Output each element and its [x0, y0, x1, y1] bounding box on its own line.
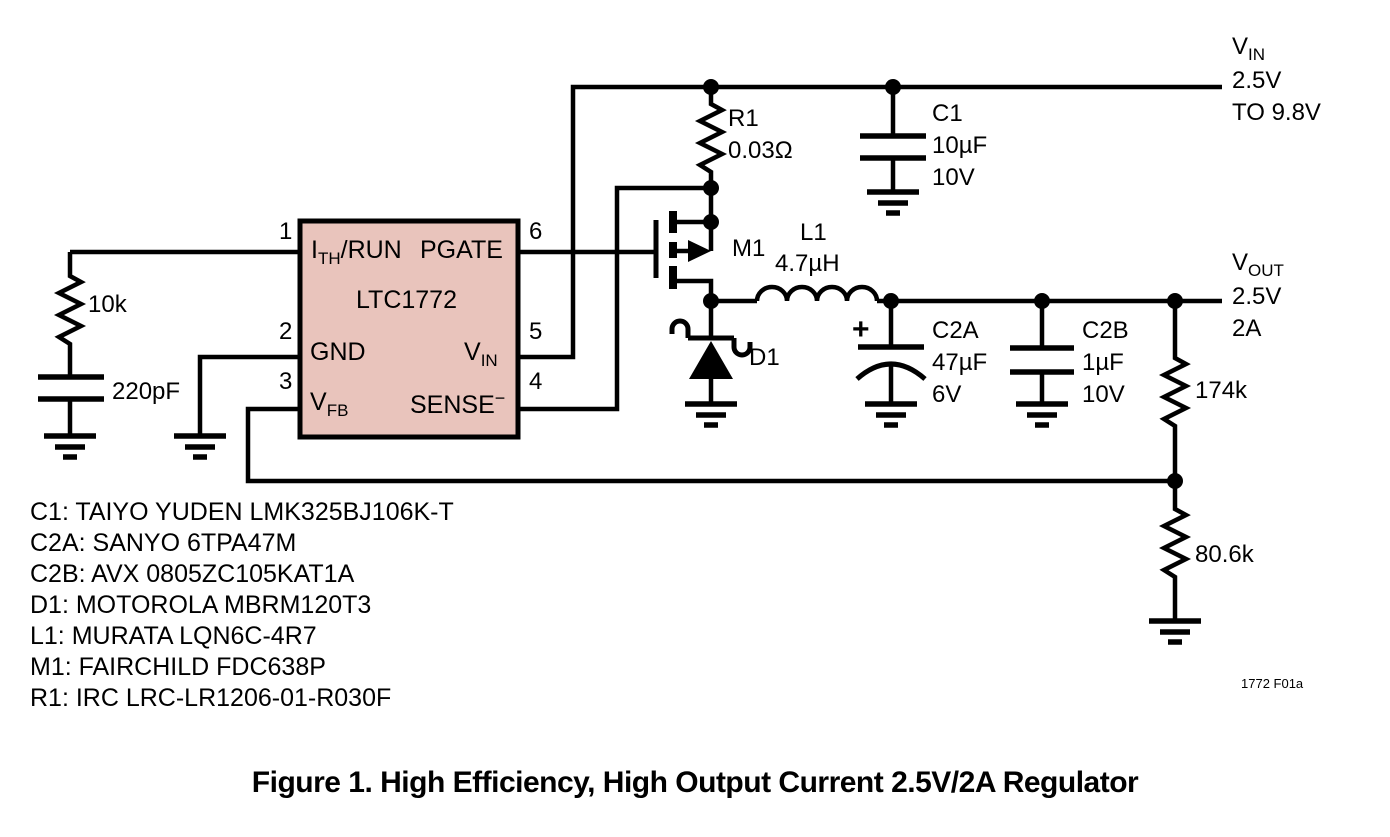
- vin-range-label: TO 9.8V: [1232, 99, 1321, 126]
- r1-value-label: 0.03Ω: [728, 137, 793, 164]
- ith-rest: /RUN: [340, 236, 402, 264]
- vfb-sub: FB: [326, 401, 349, 420]
- l1-value-label: 4.7µH: [775, 250, 840, 277]
- ic-part-number: LTC1772: [356, 286, 457, 314]
- pin6-number: 6: [529, 218, 543, 245]
- ith-main: I: [311, 236, 318, 264]
- vout-net-main: V: [1232, 249, 1249, 276]
- parts-list-item: C2B: AVX 0805ZC105KAT1A: [30, 560, 355, 588]
- c-220pf-label: 220pF: [112, 378, 181, 405]
- resistor-80k6-symbol: [1158, 481, 1192, 621]
- ground-symbol-fb: [1149, 618, 1201, 645]
- ic-pin-gnd-label: GND: [310, 338, 366, 366]
- resistor-174k-symbol: [1158, 301, 1192, 481]
- parts-list-item: L1: MURATA LQN6C-4R7: [30, 622, 317, 650]
- c2b-ref-label: C2B: [1082, 317, 1129, 344]
- resistor-r1-symbol: [694, 87, 728, 188]
- c2b-rating-label: 10V: [1082, 381, 1125, 408]
- ground-symbol-c2b: [1016, 401, 1068, 428]
- sense-main: SENSE: [410, 391, 495, 419]
- c2b-value-label: 1µF: [1082, 349, 1124, 376]
- junction-dot: [1034, 293, 1050, 309]
- mosfet-arrow: [688, 240, 711, 262]
- icvin-sub: IN: [480, 351, 498, 370]
- c2a-plus-sign: +: [852, 313, 870, 346]
- ground-symbols: [44, 189, 1201, 645]
- c1-ref-label: C1: [932, 100, 963, 127]
- pin1-number: 1: [279, 218, 293, 245]
- capacitor-c1-symbol: [860, 87, 926, 192]
- inductor-l1-symbol: [754, 284, 880, 302]
- resistor-10k-symbol: [53, 252, 87, 377]
- ic-pin-sense-label: SENSE−: [410, 388, 506, 419]
- c1-rating-label: 10V: [932, 164, 975, 191]
- junction-dot: [883, 293, 899, 309]
- parts-list-item: C1: TAIYO YUDEN LMK325BJ106K-T: [30, 498, 454, 526]
- vout-current-label: 2A: [1232, 315, 1262, 342]
- ground-symbol-c2a: [865, 401, 917, 428]
- diode-d1-symbol: [669, 301, 753, 404]
- junction-dot: [703, 293, 719, 309]
- parts-list-item: M1: FAIRCHILD FDC638P: [30, 653, 326, 681]
- junction-dot: [703, 79, 719, 95]
- vin-net-sub: IN: [1248, 45, 1266, 64]
- parts-list-item: D1: MOTOROLA MBRM120T3: [30, 591, 372, 619]
- l1-ref-label: L1: [800, 219, 827, 246]
- c1-value-label: 10µF: [932, 132, 988, 159]
- ith-sub: TH: [317, 249, 341, 268]
- wire-sense: [518, 185, 711, 412]
- junction-dot: [703, 180, 719, 196]
- pin4-number: 4: [529, 368, 543, 395]
- wires: [70, 84, 1222, 484]
- capacitor-c2b-symbol: [1010, 301, 1074, 404]
- d1-ref-label: D1: [749, 344, 780, 371]
- ground-symbol-gnd-pin: [174, 433, 226, 460]
- diode-triangle: [689, 341, 733, 379]
- vout-net-label: VOUT: [1232, 250, 1284, 280]
- ic-pin-ith-run-label: ITH/RUN: [311, 237, 402, 268]
- capacitor-220pf-symbol: [38, 374, 104, 436]
- r-80k6-label: 80.6k: [1195, 541, 1254, 568]
- parts-list: C1: TAIYO YUDEN LMK325BJ106K-T C2A: SANY…: [30, 498, 454, 715]
- r1-ref-label: R1: [728, 105, 759, 132]
- parts-list-item: C2A: SANYO 6TPA47M: [30, 529, 297, 557]
- ic-body: [297, 218, 521, 440]
- junction-dots: [703, 79, 1183, 489]
- ic-pin-vfb-label: VFB: [310, 389, 348, 420]
- vout-voltage-label: 2.5V: [1232, 283, 1282, 310]
- r-10k-label: 10k: [88, 291, 127, 318]
- junction-dot: [885, 79, 901, 95]
- figure-caption: Figure 1. High Efficiency, High Output C…: [251, 766, 1139, 799]
- vin-voltage-label: 2.5V: [1232, 67, 1282, 94]
- parts-list-item: R1: IRC LRC-LR1206-01-R030F: [30, 684, 392, 712]
- ground-symbol-d1: [685, 401, 737, 428]
- pin2-number: 2: [279, 318, 293, 345]
- vfb-main: V: [310, 388, 327, 416]
- ic-pin-pgate-label: PGATE: [420, 236, 503, 264]
- wire-gnd: [197, 354, 299, 436]
- junction-dot: [1167, 473, 1183, 489]
- mosfet-m1-symbol: [653, 188, 714, 301]
- ground-symbol-c1: [867, 189, 919, 216]
- figure-code: 1772 F01a: [1241, 676, 1304, 691]
- pin5-number: 5: [529, 318, 543, 345]
- junction-dot: [703, 214, 719, 230]
- icvin-main: V: [464, 338, 481, 366]
- c2a-ref-label: C2A: [932, 317, 979, 344]
- vin-net-label: VIN: [1232, 34, 1265, 64]
- junction-dot: [1167, 293, 1183, 309]
- vout-net-sub: OUT: [1248, 261, 1284, 280]
- c2a-value-label: 47µF: [932, 349, 988, 376]
- c2a-rating-label: 6V: [932, 381, 962, 408]
- wire-feedback: [245, 406, 1175, 484]
- r-174k-label: 174k: [1195, 377, 1248, 404]
- sense-sup: −: [494, 388, 506, 408]
- ic-pin-vin-label: VIN: [464, 339, 498, 370]
- vin-net-main: V: [1232, 33, 1249, 60]
- pin3-number: 3: [279, 368, 293, 395]
- m1-ref-label: M1: [732, 235, 766, 262]
- ground-symbol-ith: [44, 433, 96, 460]
